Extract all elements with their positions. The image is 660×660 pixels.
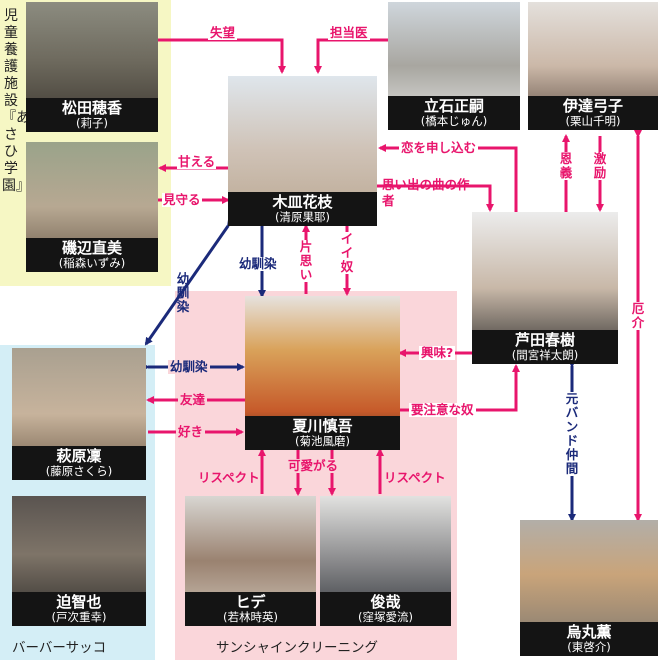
actor-karasuma: (東啓介) bbox=[567, 640, 611, 654]
name-natsukawa: 夏川慎吾 bbox=[292, 417, 353, 435]
actor-toshiya: (窪塚愛流) bbox=[358, 610, 413, 624]
card-sako[interactable]: 迫智也(戸次重幸) bbox=[12, 496, 146, 626]
card-natsukawa[interactable]: 夏川慎吾(菊池風磨) bbox=[245, 296, 400, 450]
label-mimamoru: 見守る bbox=[162, 192, 202, 207]
label-amaeru: 甘える bbox=[177, 154, 217, 169]
nameplate-ashida: 芦田春樹(間宮祥太朗) bbox=[472, 330, 618, 364]
nameplate-isobe: 磯辺直美(稲森いずみ) bbox=[26, 238, 158, 272]
nameplate-sako: 迫智也(戸次重幸) bbox=[12, 592, 146, 626]
label-omoide: 思い出の曲の作者 bbox=[382, 177, 470, 208]
name-toshiya: 俊哉 bbox=[370, 593, 401, 611]
actor-natsukawa: (菊池風磨) bbox=[295, 434, 350, 448]
label-yakkai: 厄介 bbox=[631, 301, 645, 330]
label-kyoumi: 興味? bbox=[419, 345, 456, 360]
nameplate-hagiwara: 萩原凜(藤原さくら) bbox=[12, 446, 146, 480]
name-sako: 迫智也 bbox=[56, 593, 102, 611]
label-kawaigaru: 可愛がる bbox=[286, 458, 341, 473]
actor-isobe: (稲森いずみ) bbox=[58, 256, 126, 270]
label-gekirei: 激励 bbox=[593, 151, 607, 180]
label-respect1: リスペクト bbox=[198, 470, 260, 485]
actor-sako: (戸次重幸) bbox=[51, 610, 107, 624]
label-respect2: リスペクト bbox=[384, 470, 446, 485]
name-ashida: 芦田春樹 bbox=[514, 331, 575, 349]
actor-kisara: (清原果耶) bbox=[275, 210, 330, 224]
label-koi: 恋を申し込む bbox=[399, 140, 479, 155]
card-date[interactable]: 伊達弓子(栗山千明) bbox=[528, 2, 658, 130]
label-tantoui: 担当医 bbox=[328, 25, 370, 40]
card-toshiya[interactable]: 俊哉(窪塚愛流) bbox=[320, 496, 451, 626]
name-date: 伊達弓子 bbox=[562, 97, 623, 115]
nameplate-kisara: 木皿花枝(清原果耶) bbox=[228, 192, 377, 226]
label-osananajimi-horiz: 幼馴染 bbox=[168, 359, 210, 374]
label-kataomoi: 片思い bbox=[299, 239, 313, 282]
sunshine-group-title: サンシャインクリーニング bbox=[216, 640, 378, 656]
arrow-omoide bbox=[377, 184, 494, 212]
name-matsuda: 松田穂香 bbox=[61, 99, 122, 117]
label-youchuui: 要注意な奴 bbox=[409, 402, 476, 417]
asahi-group-title: 児童養護施設『あさひ学園』 bbox=[2, 8, 30, 194]
actor-hide: (若林時英) bbox=[223, 610, 278, 624]
name-isobe: 磯辺直美 bbox=[61, 239, 122, 257]
actor-hagiwara: (藤原さくら) bbox=[45, 464, 113, 478]
card-matsuda[interactable]: 松田穂香(莉子) bbox=[26, 2, 158, 132]
nameplate-date: 伊達弓子(栗山千明) bbox=[528, 96, 658, 130]
arrow-osananajimi-diag bbox=[144, 218, 235, 346]
nameplate-natsukawa: 夏川慎吾(菊池風磨) bbox=[245, 416, 400, 450]
barber-group-title: バーバーサッコ bbox=[12, 640, 107, 656]
actor-tateishi: (橋本じゅん) bbox=[420, 114, 488, 128]
card-kisara[interactable]: 木皿花枝(清原果耶) bbox=[228, 76, 377, 226]
nameplate-tateishi: 立石正嗣(橋本じゅん) bbox=[388, 96, 520, 130]
card-ashida[interactable]: 芦田春樹(間宮祥太朗) bbox=[472, 212, 618, 364]
nameplate-karasuma: 烏丸薫(東啓介) bbox=[520, 622, 658, 656]
nameplate-matsuda: 松田穂香(莉子) bbox=[26, 98, 158, 132]
name-karasuma: 烏丸薫 bbox=[566, 623, 612, 641]
label-ongi: 恩義 bbox=[559, 151, 573, 180]
card-karasuma[interactable]: 烏丸薫(東啓介) bbox=[520, 520, 658, 656]
label-osananajimi-vert: 幼馴染 bbox=[238, 256, 278, 271]
actor-ashida: (間宮祥太朗) bbox=[511, 348, 579, 362]
label-iiyatsu: イイ奴 bbox=[340, 231, 354, 274]
card-isobe[interactable]: 磯辺直美(稲森いずみ) bbox=[26, 142, 158, 272]
name-tateishi: 立石正嗣 bbox=[423, 97, 484, 115]
name-hagiwara: 萩原凜 bbox=[56, 447, 102, 465]
label-suki: 好き bbox=[176, 424, 206, 439]
arrow-tantoui bbox=[314, 38, 388, 74]
label-osananajimi-diag: 幼馴染 bbox=[176, 271, 190, 314]
actor-matsuda: (莉子) bbox=[76, 116, 108, 130]
label-tomodachi: 友達 bbox=[178, 392, 208, 407]
label-shitsubou: 失望 bbox=[208, 25, 238, 40]
name-kisara: 木皿花枝 bbox=[272, 193, 333, 211]
card-tateishi[interactable]: 立石正嗣(橋本じゅん) bbox=[388, 2, 520, 130]
nameplate-toshiya: 俊哉(窪塚愛流) bbox=[320, 592, 451, 626]
label-motoband: 元バンド仲間 bbox=[565, 391, 579, 476]
nameplate-hide: ヒデ(若林時英) bbox=[185, 592, 316, 626]
actor-date: (栗山千明) bbox=[565, 114, 621, 128]
name-hide: ヒデ bbox=[235, 593, 266, 611]
arrow-shitsubou bbox=[158, 38, 286, 74]
card-hagiwara[interactable]: 萩原凜(藤原さくら) bbox=[12, 348, 146, 480]
card-hide[interactable]: ヒデ(若林時英) bbox=[185, 496, 316, 626]
